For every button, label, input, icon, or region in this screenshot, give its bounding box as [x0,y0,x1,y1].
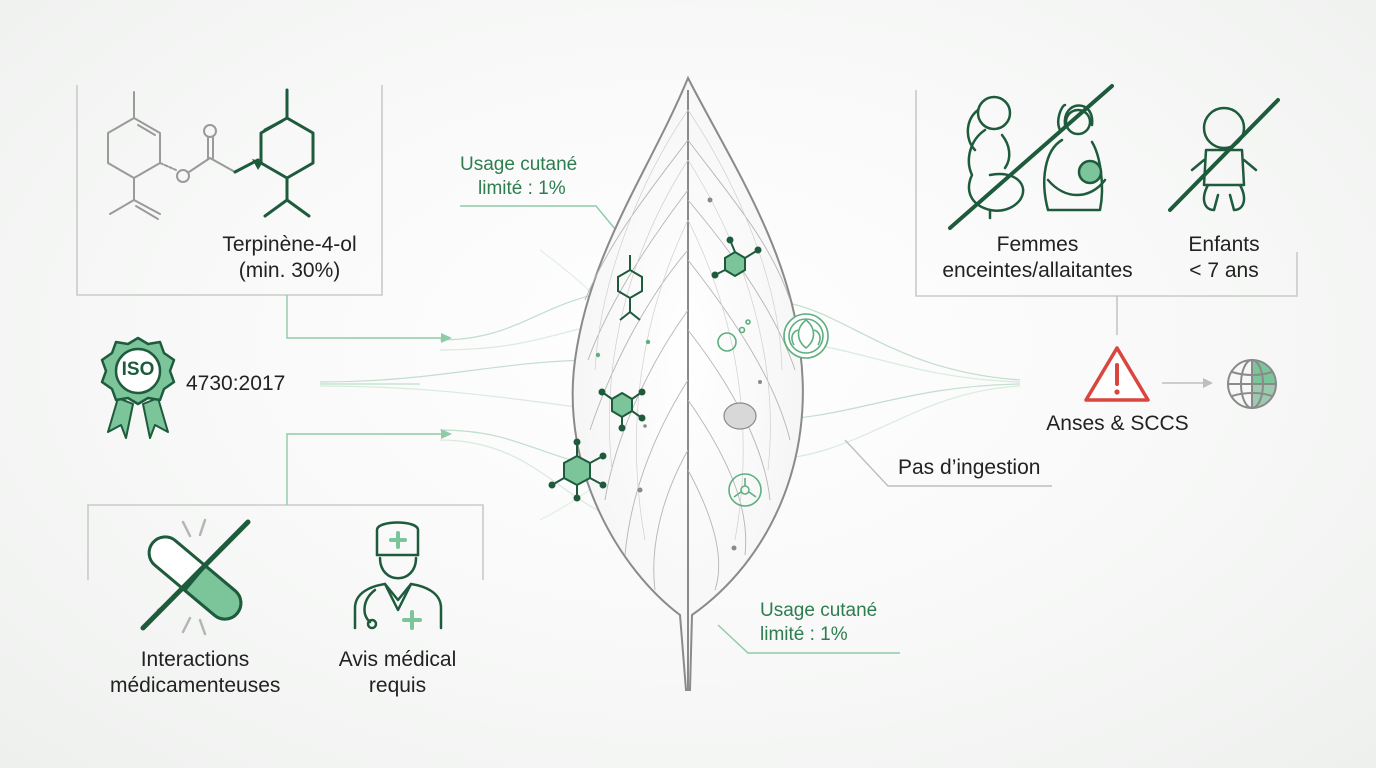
connectors [286,205,1213,654]
no-ingestion-label: Pas d’ingestion [898,456,1041,479]
medical-advice-label-1: Avis médical [338,648,457,671]
drug-interactions-label-2: médicamenteuses [110,674,281,697]
card-borders [76,85,1298,580]
drug-interactions-label-1: Interactions [140,648,250,671]
usage-bottom-line2: limité : 1% [760,624,848,645]
populations-card-border [915,90,1298,297]
authority-label: Anses & SCCS [1046,412,1189,435]
women-label-1: Femmes [996,233,1079,256]
iso-standard: 4730:2017 [186,372,286,395]
compound-card-border [76,85,383,296]
warning-icon [1084,346,1150,402]
doctor-icon [353,521,443,630]
usage-top-line1: Usage cutané [460,154,578,175]
pill-crossed-icon [140,518,251,636]
nursing-mother-icon [1043,103,1107,212]
usage-top-line2: limité : 1% [478,178,566,199]
usage-bottom-line1: Usage cutané [760,600,878,621]
compound-name: Terpinène-4-ol [222,233,357,256]
children-label-2: < 7 ans [1189,259,1259,282]
molecule-icon [107,88,315,220]
iso-badge-icon [100,336,176,439]
medical-advice-label-2: requis [368,674,427,697]
baby-crossed-icon [1168,98,1280,212]
pregnant-woman-icon [966,95,1025,220]
iso-badge-text: ISO [121,359,155,380]
tea-tree-leaf-icon [548,75,829,691]
compound-concentration: (min. 30%) [238,259,341,282]
interactions-card-border [87,504,484,580]
globe-icon [1227,359,1277,409]
children-label-1: Enfants [1188,233,1260,256]
women-label-2: enceintes/allaitantes [942,259,1133,282]
